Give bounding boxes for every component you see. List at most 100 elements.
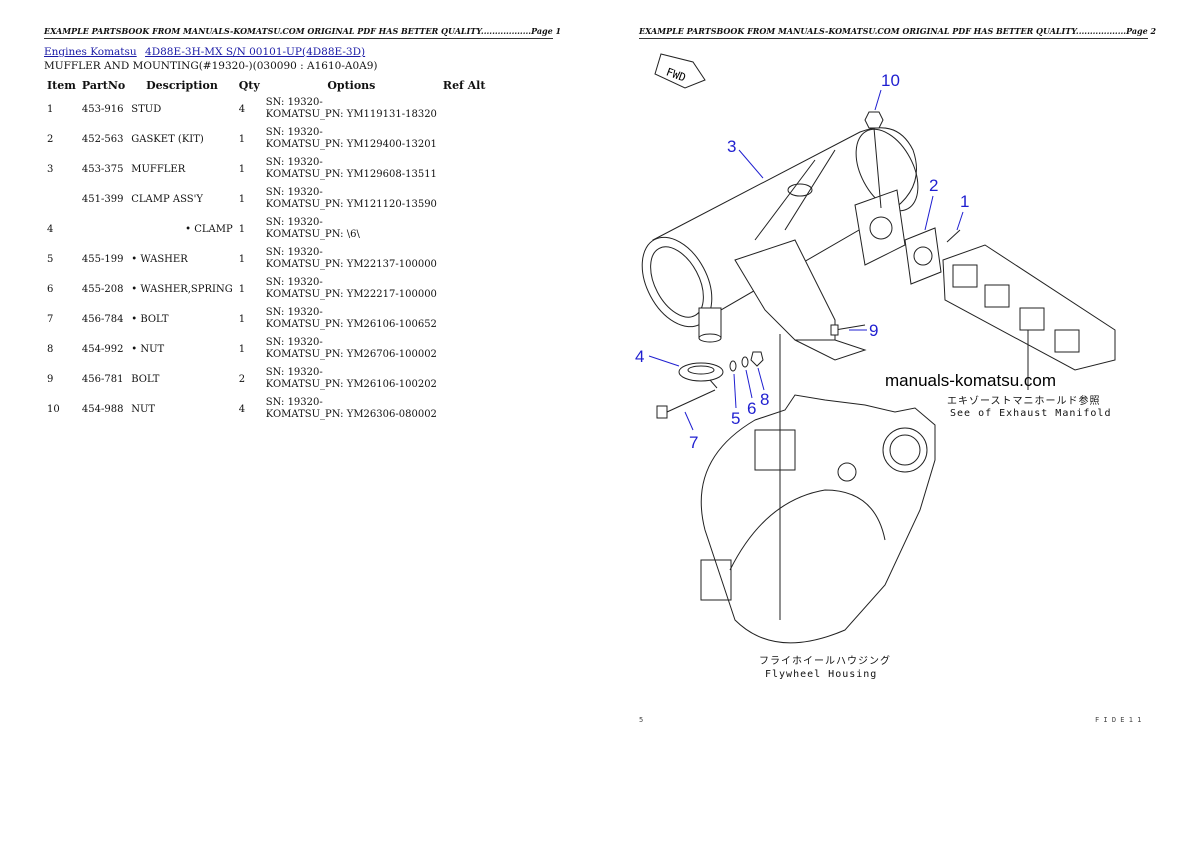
header-options: Options: [327, 78, 376, 92]
cell-ref-alt: [440, 94, 489, 124]
table-row: 1 453-916 STUD 4 SN: 19320-KOMATSU_PN: Y…: [44, 94, 488, 124]
options-sn: SN: 19320-: [265, 157, 323, 168]
options-pn: KOMATSU_PN: YM119131-18320: [265, 109, 437, 120]
cell-partno: 454-992: [81, 343, 124, 355]
cell-qty: 1: [238, 163, 246, 175]
page-1: EXAMPLE PARTSBOOK FROM MANUALS-KOMATSU.C…: [44, 26, 561, 424]
cell-options: SN: 19320-KOMATSU_PN: YM129608-13511: [263, 154, 440, 184]
table-row: 3 453-375 MUFFLER 1 SN: 19320-KOMATSU_PN…: [44, 154, 488, 184]
callout-4: 4: [635, 347, 644, 366]
options-pn: KOMATSU_PN: YM26306-080002: [265, 409, 437, 420]
callout-3: 3: [727, 137, 736, 156]
watermark-text: manuals-komatsu.com: [885, 371, 1056, 390]
breadcrumb: Engines Komatsu 4D88E-3H-MX S/N 00101-UP…: [44, 46, 370, 58]
fwd-arrow-icon: FWD: [654, 53, 706, 89]
cell-qty: 1: [238, 133, 246, 145]
cell-qty: 1: [238, 193, 246, 205]
cell-description: • WASHER,SPRING: [131, 283, 233, 295]
bolt-9-drawing: [830, 324, 866, 336]
section-title: MUFFLER AND MOUNTING(#19320-)(030090 : A…: [44, 60, 378, 72]
options-pn: KOMATSU_PN: YM129400-13201: [265, 139, 437, 150]
table-row: 4 • CLAMP 1 SN: 19320-KOMATSU_PN: \6\: [44, 214, 488, 244]
exhaust-manifold-drawing: [942, 244, 1116, 390]
flywheel-caption-en: Flywheel Housing: [765, 669, 877, 680]
cell-ref-alt: [440, 394, 489, 424]
page-header: EXAMPLE PARTSBOOK FROM MANUALS-KOMATSU.C…: [639, 26, 1156, 39]
options-pn: KOMATSU_PN: YM22217-100000: [265, 289, 437, 300]
cell-options: SN: 19320-KOMATSU_PN: YM129400-13201: [263, 124, 440, 154]
cell-options: SN: 19320-KOMATSU_PN: YM119131-18320: [263, 94, 440, 124]
callout-6: 6: [747, 399, 756, 418]
options-pn: KOMATSU_PN: YM22137-100000: [265, 259, 437, 270]
cell-partno: 454-988: [81, 403, 124, 415]
cell-qty: 2: [238, 373, 246, 385]
washer-drawing: [729, 351, 764, 372]
parts-diagram: FWD: [635, 53, 1116, 680]
cell-item: 9: [47, 373, 54, 385]
breadcrumb-link-model[interactable]: 4D88E-3H-MX S/N 00101-UP(4D88E-3D): [145, 46, 366, 58]
cell-item: 3: [47, 163, 54, 175]
table-row: 10 454-988 NUT 4 SN: 19320-KOMATSU_PN: Y…: [44, 394, 488, 424]
options-pn: KOMATSU_PN: \6\: [265, 229, 360, 240]
cell-description: • CLAMP: [185, 223, 233, 235]
cell-ref-alt: [440, 274, 489, 304]
footer-left-code: 5: [639, 716, 644, 724]
cell-qty: 4: [238, 103, 246, 115]
cell-ref-alt: [440, 244, 489, 274]
callout-7: 7: [689, 433, 698, 452]
callout-labels: 10 3 2 1 9 4 5 6 8 7: [635, 71, 969, 452]
cell-partno: 456-781: [81, 373, 124, 385]
table-row: 2 452-563 GASKET (KIT) 1 SN: 19320-KOMAT…: [44, 124, 488, 154]
cell-options: SN: 19320-KOMATSU_PN: YM121120-13590: [263, 184, 440, 214]
table-row: 8 454-992 • NUT 1 SN: 19320-KOMATSU_PN: …: [44, 334, 488, 364]
page-header: EXAMPLE PARTSBOOK FROM MANUALS-KOMATSU.C…: [44, 26, 561, 39]
options-pn: KOMATSU_PN: YM26106-100652: [265, 319, 437, 330]
cell-partno: 452-563: [81, 133, 124, 145]
options-sn: SN: 19320-: [265, 127, 323, 138]
callout-8: 8: [760, 390, 769, 409]
cell-ref-alt: [440, 154, 489, 184]
options-sn: SN: 19320-: [265, 247, 323, 258]
exhaust-caption-jp: エキゾーストマニホールド参照: [947, 394, 1101, 407]
callout-5: 5: [731, 409, 740, 428]
cell-options: SN: 19320-KOMATSU_PN: YM26106-100652: [263, 304, 440, 334]
header-description: Description: [146, 78, 218, 92]
muffler-drawing: [641, 127, 919, 361]
cell-item: [44, 184, 79, 214]
gasket-drawing: [904, 227, 942, 285]
cell-description: BOLT: [131, 373, 160, 385]
cell-description: • BOLT: [131, 313, 169, 325]
cell-description: • WASHER: [131, 253, 188, 265]
cell-qty: 1: [238, 313, 246, 325]
cell-partno: 456-784: [81, 313, 124, 325]
flywheel-caption-jp: フライホイールハウジング: [759, 654, 891, 667]
header-ref-alt: Ref Alt: [442, 78, 486, 92]
table-row: 7 456-784 • BOLT 1 SN: 19320-KOMATSU_PN:…: [44, 304, 488, 334]
options-pn: KOMATSU_PN: YM26706-100002: [265, 349, 437, 360]
breadcrumb-link-engines[interactable]: Engines Komatsu: [44, 46, 137, 58]
cell-partno: 453-375: [81, 163, 124, 175]
callout-9: 9: [869, 321, 878, 340]
options-sn: SN: 19320-: [265, 217, 323, 228]
options-pn: KOMATSU_PN: YM129608-13511: [265, 169, 437, 180]
parts-table-header: Item PartNo Description Qty Options Ref …: [44, 76, 488, 94]
cell-item: 8: [47, 343, 54, 355]
callout-10: 10: [881, 71, 900, 90]
cell-item: 6: [47, 283, 54, 295]
options-sn: SN: 19320-: [265, 337, 323, 348]
callout-1: 1: [960, 192, 969, 211]
header-item: Item: [47, 78, 76, 92]
callout-2: 2: [929, 176, 938, 195]
header-qty: Qty: [238, 78, 260, 92]
cell-options: SN: 19320-KOMATSU_PN: YM22137-100000: [263, 244, 440, 274]
fwd-label: FWD: [664, 66, 687, 85]
cell-partno: 451-399: [81, 193, 124, 205]
cell-options: SN: 19320-KOMATSU_PN: \6\: [263, 214, 440, 244]
options-sn: SN: 19320-: [265, 367, 323, 378]
cell-ref-alt: [440, 214, 489, 244]
parts-table: Item PartNo Description Qty Options Ref …: [44, 76, 488, 424]
cell-partno: 453-916: [81, 103, 124, 115]
cell-ref-alt: [440, 184, 489, 214]
cell-item: 7: [47, 313, 54, 325]
cell-options: SN: 19320-KOMATSU_PN: YM26106-100202: [263, 364, 440, 394]
